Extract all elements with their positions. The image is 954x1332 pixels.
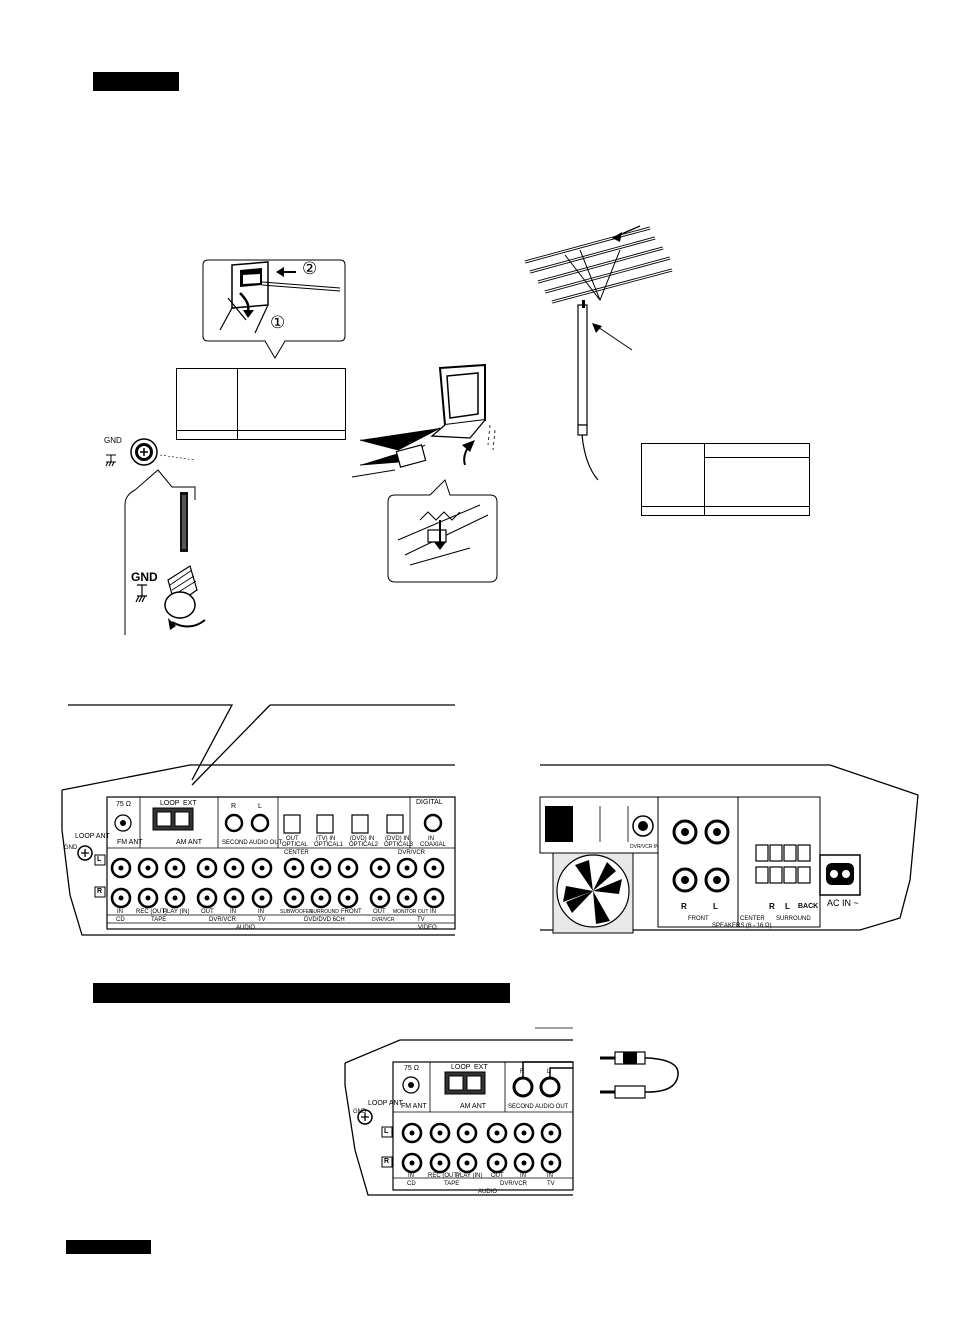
digital-label: DIGITAL: [416, 799, 443, 806]
am-ant-label-2: AM ANT: [460, 1103, 487, 1110]
coaxial-label: COAXIAL: [420, 842, 447, 848]
optical1-label: OPTICAL1: [314, 842, 344, 848]
cd-in-label: IN: [117, 909, 123, 915]
cd-label: CD: [116, 917, 125, 923]
loop-label-2: LOOP: [451, 1064, 471, 1071]
dvr-vcr-label-2: DVR/VCR: [500, 1181, 528, 1187]
ac-in-label: AC IN ~: [827, 898, 859, 908]
optical2-label: OPTICAL2: [349, 842, 379, 848]
section-header-bar-bottom: [66, 1240, 151, 1254]
second-l-label-2: L: [547, 1069, 551, 1075]
speakers-label: SPEAKERS (6 - 16 Ω): [712, 923, 772, 929]
step-1-callout: ①: [270, 313, 286, 332]
tape-label-2: TAPE: [444, 1181, 460, 1187]
spk-center-label: CENTER: [740, 916, 765, 922]
dvr-in-label-2: IN: [520, 1173, 526, 1179]
ext-label-2: EXT: [474, 1064, 488, 1071]
play-in-label-2: PLAY (IN): [456, 1173, 483, 1179]
row-r-label-2: R: [384, 1158, 390, 1165]
ext-label: EXT: [183, 800, 197, 807]
dvr-in-label: IN: [230, 909, 236, 915]
am-antenna-table: [176, 368, 346, 440]
fm-ant-label: FM ANT: [117, 839, 143, 846]
cd-label-2: CD: [407, 1181, 416, 1187]
dvr-out-label-2: OUT: [491, 1173, 504, 1179]
fm-ant-label-2: FM ANT: [401, 1103, 427, 1110]
coax-in-label: IN: [428, 836, 434, 842]
second-r-label: R: [231, 803, 237, 810]
tv-in-label: IN: [258, 909, 264, 915]
second-audio-out-label-2: SECOND AUDIO OUT: [508, 1104, 569, 1110]
spk-surround-l-label: L: [785, 902, 790, 911]
monitor-out-label: MONITOR OUT: [393, 909, 429, 915]
tape-label: TAPE: [151, 917, 167, 923]
ohm75-label: 75 Ω: [116, 801, 131, 808]
gnd-terminal-label-2: GND: [353, 1109, 367, 1115]
av-out-label: OUT: [373, 909, 386, 915]
ohm75-label-2: 75 Ω: [404, 1065, 419, 1072]
row-r-label: R: [97, 888, 103, 895]
dvr-vcr-label: DVR/VCR: [209, 917, 237, 923]
loop-ant-label: LOOP ANT: [75, 833, 110, 840]
subwoofer-label: SUBWOOFER: [280, 909, 313, 915]
spk-back-label: BACK: [798, 903, 819, 910]
dvr-out-label: OUT: [201, 909, 214, 915]
cd-in-label-2: IN: [408, 1173, 414, 1179]
dvd-6ch-label: DVD/DVD 6CH: [304, 917, 345, 923]
section-header-bar-second-audio: [93, 983, 510, 1003]
center-label: CENTER: [284, 850, 309, 856]
spk-surround-label: SURROUND: [776, 916, 811, 922]
spk-surround-r-label: R: [769, 902, 775, 911]
optical-out-label: OUT: [286, 836, 299, 842]
rec-out-label-2: REC (OUT): [428, 1173, 459, 1179]
gnd-label-large: GND: [131, 570, 158, 584]
spk-front-r-label: R: [681, 902, 687, 911]
optical-dvd-in-label: (DVD) IN: [350, 836, 375, 842]
spk-front-label: FRONT: [688, 916, 709, 922]
gnd-label-small: GND: [104, 436, 122, 445]
row-l-label: L: [97, 856, 102, 863]
audio-label: AUDIO: [236, 925, 256, 931]
audio-label-2: AUDIO: [478, 1189, 498, 1195]
gnd-terminal-label: GND: [64, 845, 78, 851]
av-dvd-label: DVR/VCR: [372, 917, 395, 923]
loop-label: LOOP: [160, 800, 180, 807]
row-l-label-2: L: [384, 1128, 389, 1135]
spk-front-l-label: L: [713, 902, 718, 911]
fm-antenna-table: [641, 442, 810, 517]
front-label: FRONT: [341, 909, 362, 915]
optical-dvd2-in-label: (DVD) IN: [385, 836, 410, 842]
second-l-label: L: [258, 803, 262, 810]
second-audio-out-label: SECOND AUDIO OUT: [222, 840, 283, 846]
video-label: VIDEO: [418, 925, 437, 931]
am-ant-label: AM ANT: [176, 839, 203, 846]
surround-label: SURROUND: [310, 909, 339, 915]
second-r-label-2: R: [520, 1069, 525, 1075]
optical-label: OPTICAL: [282, 842, 308, 848]
dvr-vcr-top-label: DVR/VCR: [398, 850, 426, 856]
optical-tv-in-label: (TV) IN: [316, 836, 336, 842]
section-header-bar-top: [93, 72, 179, 91]
dvr-vcr-in-label: DVR/VCR IN: [630, 844, 659, 850]
play-in-label: PLAY (IN): [163, 909, 190, 915]
optical3-label: OPTICAL3: [384, 842, 414, 848]
tv-audio-label-2: TV: [547, 1181, 555, 1187]
tv-audio-label: TV: [258, 917, 266, 923]
video-tv-in-label: IN: [430, 909, 436, 915]
rec-out-label: REC (OUT): [136, 909, 167, 915]
loop-ant-label-2: LOOP ANT: [368, 1100, 403, 1107]
tv-in-label-2: IN: [547, 1173, 553, 1179]
step-2-callout: ②: [302, 259, 318, 278]
tv-video-label: TV: [417, 917, 425, 923]
